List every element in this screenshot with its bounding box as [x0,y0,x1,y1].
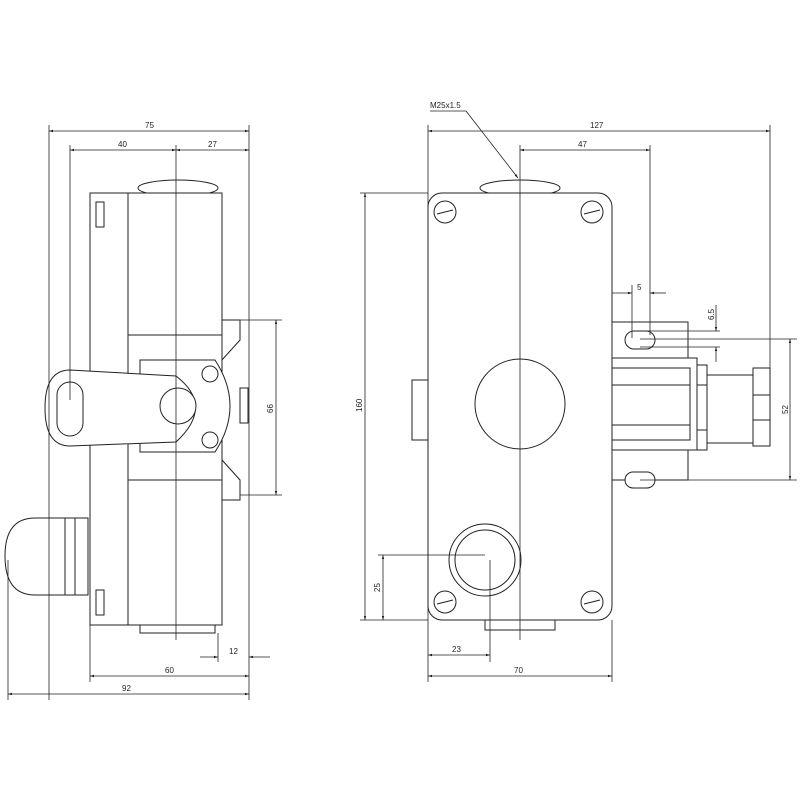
dim-60: 60 [165,666,174,675]
dim-52: 52 [781,405,790,414]
dim-6-5: 6.5 [707,308,716,320]
flange-top [221,319,241,362]
side-view: 75 40 27 66 12 60 92 [4,121,282,700]
dim-23: 23 [452,645,461,654]
dim-27: 27 [208,140,217,149]
thread-label: M25x1.5 [430,101,461,110]
screw-icon [580,200,604,224]
dim-40: 40 [118,140,127,149]
dim-66: 66 [266,404,275,413]
dim-160: 160 [355,398,364,412]
flange-bottom [221,458,241,501]
dim-12: 12 [229,647,238,656]
dim-47: 47 [578,140,587,149]
pivot-shaft [159,387,197,425]
actuator-cap [752,367,771,447]
screw-icon [433,200,457,224]
screw-icon [201,431,219,449]
dim-127: 127 [590,121,604,130]
screw-icon [580,590,604,614]
screw-icon [201,365,219,383]
dim-5: 5 [637,283,642,292]
front-view: 127 47 M25x1.5 160 25 23 70 5 6.5 52 [355,101,797,682]
screw-icon [433,590,457,614]
dim-92: 92 [122,684,131,693]
side-nub [411,379,429,441]
dim-75: 75 [145,121,154,130]
indicator-dome [4,517,89,596]
mounting-slot [624,330,656,350]
dim-25: 25 [373,583,382,592]
dim-70: 70 [514,666,523,675]
